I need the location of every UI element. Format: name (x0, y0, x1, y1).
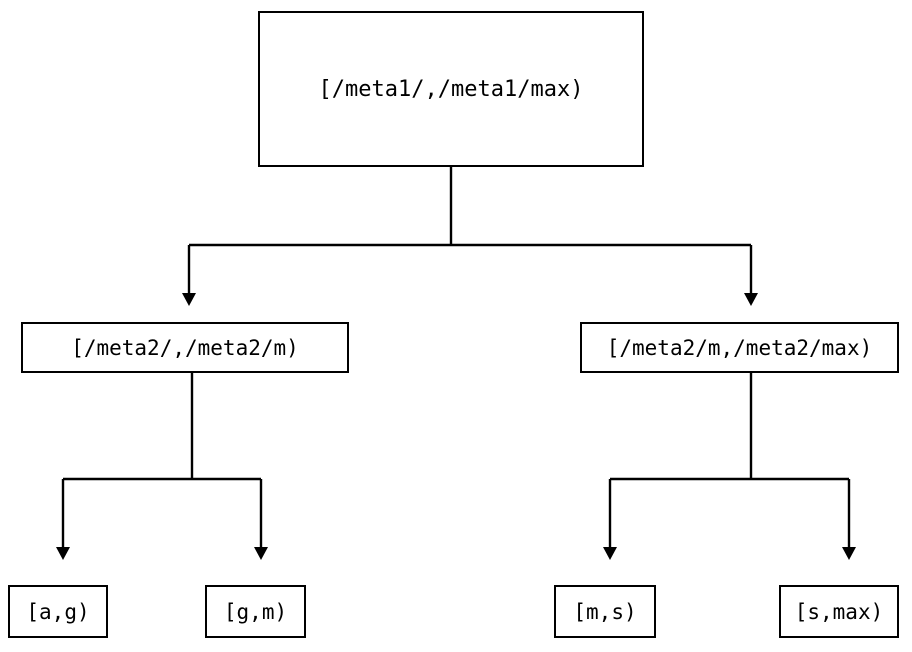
tree-node-leaf-m-s-label: [m,s) (573, 599, 637, 624)
arrowhead-to-leaf-smax (842, 547, 856, 560)
tree-node-mid-right[interactable]: [/meta2/m,/meta2/max) (580, 322, 899, 373)
tree-node-mid-right-label: [/meta2/m,/meta2/max) (606, 335, 873, 360)
tree-node-leaf-s-max-label: [s,max) (794, 599, 884, 624)
arrowhead-to-leaf-gm (254, 547, 268, 560)
arrowhead-to-mid-left (182, 293, 196, 306)
tree-node-leaf-a-g-label: [a,g) (26, 599, 90, 624)
tree-node-leaf-s-max[interactable]: [s,max) (779, 585, 899, 638)
tree-node-root-label: [/meta1/,/meta1/max) (318, 76, 584, 102)
tree-node-leaf-a-g[interactable]: [a,g) (8, 585, 108, 638)
tree-node-leaf-m-s[interactable]: [m,s) (554, 585, 656, 638)
arrowhead-to-mid-right (744, 293, 758, 306)
arrowhead-to-leaf-ms (603, 547, 617, 560)
tree-node-leaf-g-m-label: [g,m) (223, 599, 288, 624)
tree-node-mid-left[interactable]: [/meta2/,/meta2/m) (21, 322, 349, 373)
tree-node-root[interactable]: [/meta1/,/meta1/max) (258, 11, 644, 167)
arrowhead-to-leaf-ag (56, 547, 70, 560)
tree-node-mid-left-label: [/meta2/,/meta2/m) (71, 335, 299, 360)
tree-node-leaf-g-m[interactable]: [g,m) (205, 585, 306, 638)
